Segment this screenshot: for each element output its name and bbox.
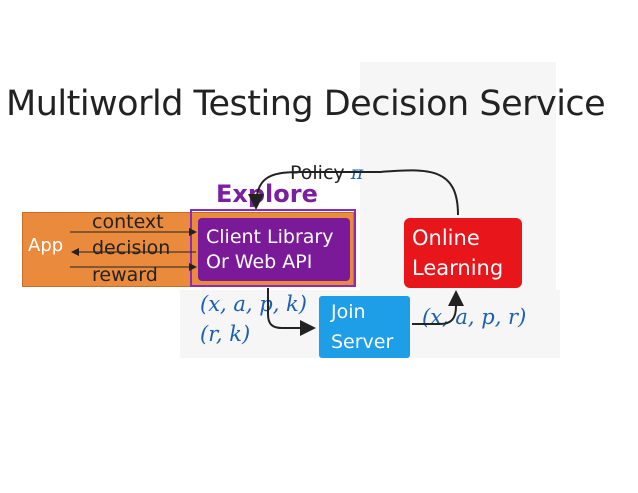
math-rk: (r, k) (200, 322, 251, 346)
join-line1: Join (331, 301, 366, 323)
join-to-online-arrow (412, 290, 464, 325)
policy-arrow (248, 169, 459, 216)
explore-box (190, 209, 356, 287)
client-library-box: Client Library Or Web API (198, 218, 350, 281)
reward-label: reward (92, 264, 158, 286)
client-line2: Or Web API (206, 251, 313, 273)
page-title: Multiworld Testing Decision Service (6, 84, 606, 124)
explore-label: Explore (216, 180, 318, 208)
join-line2: Server (331, 331, 394, 353)
context-label: context (92, 211, 164, 233)
client-to-join-arrow (267, 288, 316, 336)
online-line2: Learning (412, 256, 504, 280)
math-xapk: (x, a, p, k) (200, 292, 307, 316)
online-learning-box: Online Learning (404, 218, 522, 288)
client-line1: Client Library (206, 226, 334, 248)
decision-label: decision (92, 237, 171, 259)
app-label: App (28, 235, 64, 256)
join-server-box: Join Server (319, 296, 410, 358)
online-line1: Online (412, 226, 480, 250)
